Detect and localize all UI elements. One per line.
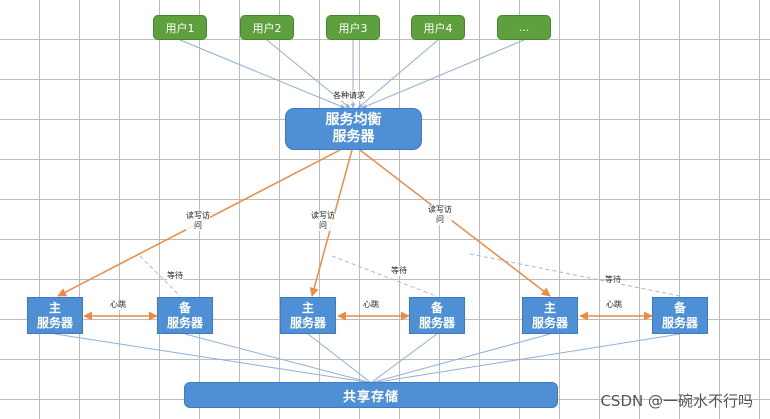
heartbeat-label-2: 心跳 (363, 300, 379, 310)
heartbeat-label-1: 心跳 (110, 300, 126, 310)
primary-server-2: 主 服务器 (280, 297, 336, 334)
request-lines (179, 39, 525, 109)
backup-server-1: 备 服务器 (157, 297, 213, 334)
storage-line-6 (377, 333, 681, 383)
wait-line-3 (469, 253, 681, 297)
wait-lines (139, 253, 681, 297)
load-balancer-node: 服务均衡 服务器 (285, 108, 422, 150)
wait-line-1 (139, 255, 181, 297)
storage-line-5 (373, 333, 551, 383)
wait-label-3: 等待 (605, 275, 621, 285)
storage-line-3 (307, 333, 371, 383)
primary-server-1: 主 服务器 (27, 297, 83, 334)
request-line-user4 (357, 39, 439, 109)
access-line-right (359, 149, 551, 297)
request-line-user1 (179, 39, 346, 109)
access-label-left: 读写访 问 (186, 211, 210, 231)
access-label-right: 读写访 问 (428, 205, 452, 225)
watermark: CSDN @一碗水不行吗 (600, 392, 753, 410)
request-label: 各种请求 (333, 91, 365, 101)
storage-lines (54, 333, 681, 383)
shared-storage-node: 共享存储 (184, 382, 558, 408)
request-line-user5 (361, 39, 525, 109)
backup-server-3: 备 服务器 (652, 297, 708, 334)
heartbeat-label-3: 心跳 (606, 300, 622, 310)
access-lines (57, 149, 551, 297)
user-node-1: 用户1 (153, 15, 207, 40)
user-node-2: 用户2 (240, 15, 294, 40)
backup-server-2: 备 服务器 (409, 297, 465, 334)
wait-label-1: 等待 (167, 271, 183, 281)
storage-line-1 (54, 333, 367, 383)
user-node-more: ... (497, 15, 551, 40)
access-label-middle: 读写访 问 (311, 211, 335, 231)
storage-line-2 (184, 333, 369, 383)
wait-line-2 (331, 255, 437, 297)
user-node-3: 用户3 (326, 15, 380, 40)
storage-line-4 (371, 333, 438, 383)
wait-label-2: 等待 (391, 266, 407, 276)
user-node-4: 用户4 (411, 15, 465, 40)
primary-server-3: 主 服务器 (522, 297, 578, 334)
